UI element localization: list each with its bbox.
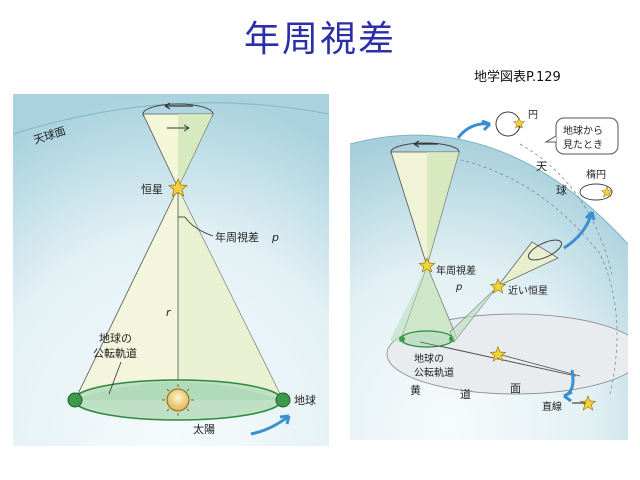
- source-reference: 地学図表P.129: [474, 70, 561, 85]
- orbit-motion-arrowhead: [279, 414, 291, 425]
- ecliptic-label-1: 黄: [410, 383, 421, 397]
- callout-tail: [544, 135, 557, 143]
- ecliptic-star-icon: [489, 346, 507, 362]
- near-star-lower-cone: [449, 285, 499, 343]
- meridian-dashed-2: [519, 143, 613, 275]
- sphere-label-1: 天: [536, 160, 547, 173]
- line-label: 直線: [542, 400, 562, 413]
- ellipse-label: 楕円: [586, 168, 606, 181]
- ecliptic-label-2: 道: [460, 387, 471, 401]
- ellipse-star-icon: [600, 186, 614, 198]
- sun-rays-icon: [162, 384, 194, 416]
- star-label: 恒星: [141, 183, 163, 196]
- parallax-label: 年周視差: [215, 230, 259, 244]
- celestial-sphere-diagram: 円 地球から 見たとき 楕円 天 球 年周視差 p 近い恒星 地球の 公転軌道 …: [349, 94, 640, 440]
- inner-rotation-arrowhead: [183, 124, 190, 132]
- apparent-ellipse: [527, 239, 563, 261]
- circle-rotation-arrowhead: [413, 140, 420, 148]
- lower-cone-shade: [390, 266, 456, 346]
- sun-label: 太陽: [193, 423, 215, 436]
- star-icon: [418, 257, 436, 273]
- earth-label: 地球: [294, 393, 316, 407]
- earth-icon: [399, 336, 405, 342]
- ray-2: [439, 345, 577, 377]
- orbit-label-line2: 公転軌道: [414, 366, 454, 379]
- sun-icon: [166, 388, 190, 412]
- orbit-motion-arrow: [250, 414, 290, 436]
- parallax-label: 年周視差: [436, 264, 476, 277]
- annual-parallax-svg: 天球面 恒星 年周視差 p r 地球の 公転軌道 太陽 地球: [12, 94, 330, 446]
- celestial-sphere-svg: 円 地球から 見たとき 楕円 天 球 年周視差 p 近い恒星 地球の 公転軌道 …: [349, 94, 640, 440]
- parallax-symbol: p: [271, 231, 279, 244]
- orbit-label-line1: 地球の: [414, 352, 444, 365]
- line-star-icon: [579, 395, 597, 411]
- near-star-icon: [489, 278, 507, 294]
- line-callout-arrowhead: [563, 390, 573, 403]
- sphere-edge: [349, 134, 629, 245]
- sphere-label-2: 球: [556, 183, 567, 197]
- orbit-label-line2: 公転軌道: [93, 346, 137, 360]
- parallax-symbol: p: [455, 282, 462, 293]
- near-star-label: 近い恒星: [508, 284, 548, 297]
- orbit-leader-line: [108, 361, 122, 395]
- ray-3: [497, 353, 581, 377]
- parallax-leader-line: [184, 216, 214, 237]
- circle-label: 円: [528, 110, 538, 121]
- earth-orbit: [400, 330, 454, 348]
- upper-cone-shade: [427, 152, 459, 266]
- callout-line2: 見たとき: [563, 139, 603, 151]
- distance-symbol: r: [166, 306, 172, 319]
- upper-cone-shade: [178, 114, 213, 188]
- star-icon: [167, 177, 189, 197]
- ellipse-callout-arrowhead: [584, 210, 596, 221]
- slide-title: 年周視差: [243, 19, 396, 60]
- orbit-label-line1: 地球の: [99, 331, 132, 345]
- circle-star-icon: [512, 117, 526, 129]
- circle-callout-arrowhead: [481, 119, 492, 132]
- ellipse-motion-icon: [579, 183, 613, 201]
- earth-right-icon: [275, 392, 291, 408]
- annual-parallax-diagram: 天球面 恒星 年周視差 p r 地球の 公転軌道 太陽 地球: [12, 94, 330, 446]
- callout-line1: 地球から: [563, 124, 603, 137]
- ecliptic-label-3: 面: [510, 382, 521, 395]
- top-rotation-arrowhead: [164, 102, 171, 110]
- earth-left-icon: [67, 392, 83, 408]
- near-star-upper-cone: [497, 241, 559, 287]
- ellipse-callout-arrow: [563, 211, 594, 250]
- lower-cone-shade: [178, 188, 283, 400]
